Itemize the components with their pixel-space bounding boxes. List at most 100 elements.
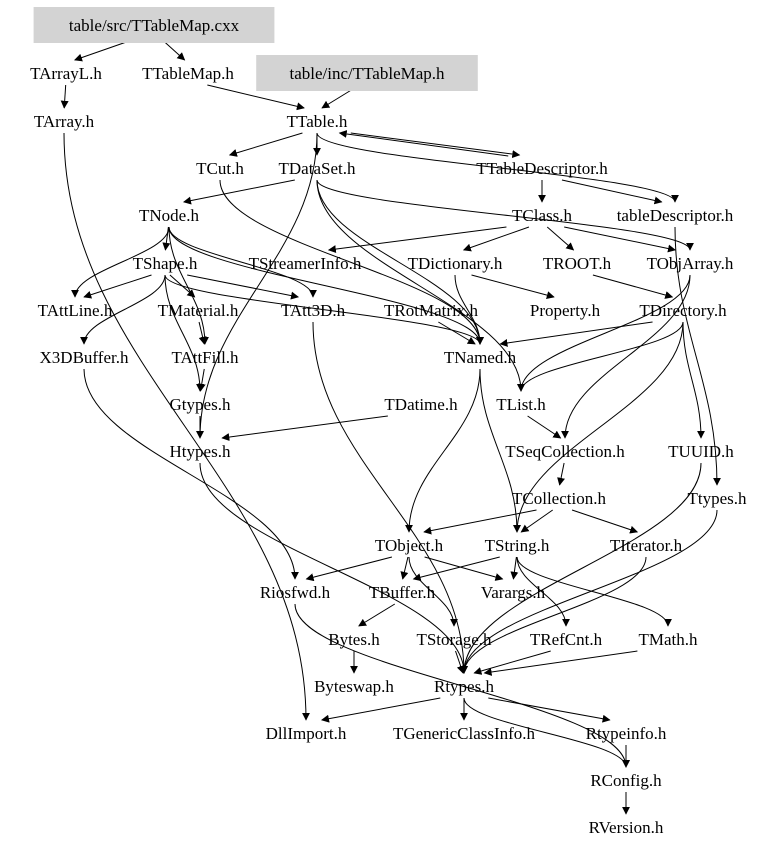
node-tdictionary-h[interactable]: TDictionary.h (408, 254, 503, 273)
edge-tobjarray-h-to-tlist-h (517, 274, 691, 392)
edge-tcollection-h-to-tobject-h (423, 509, 537, 535)
node-tstorage-h[interactable]: TStorage.h (416, 630, 492, 649)
edge-trefcnt-h-to-rtypes-h (473, 650, 551, 675)
node-label: TROOT.h (543, 254, 612, 273)
edge-tshape-h-to-x3dbuffer-h (80, 274, 166, 345)
node-titerator-h[interactable]: TIterator.h (610, 536, 683, 555)
node-label: Rtypeinfo.h (586, 724, 667, 743)
node-tmath-h[interactable]: TMath.h (638, 630, 698, 649)
node-tobjarray-h[interactable]: TObjArray.h (647, 254, 734, 273)
edge-tmath-h-to-rtypes-h (483, 650, 638, 676)
edge-tarrayl-h-to-tarray-h (60, 84, 69, 109)
node-rtypes-h[interactable]: Rtypes.h (434, 677, 494, 696)
node-label: Gtypes.h (170, 395, 231, 414)
edge-tshape-h-to-tatt3d-h (187, 274, 299, 300)
node-tuuid-h[interactable]: TUUID.h (668, 442, 734, 461)
edge-ttable-h-to-htypes-h (196, 132, 318, 439)
node-tabledescriptor-h[interactable]: tableDescriptor.h (617, 206, 734, 225)
node-htypes-h[interactable]: Htypes.h (170, 442, 231, 461)
node-rconfig-h[interactable]: RConfig.h (590, 771, 662, 790)
node-rversion-h[interactable]: RVersion.h (589, 818, 664, 837)
node-table-inc-ttablemap-h[interactable]: table/inc/TTableMap.h (256, 55, 478, 91)
node-bytes-h[interactable]: Bytes.h (328, 630, 380, 649)
node-label: TObjArray.h (647, 254, 734, 273)
edge-tdatime-h-to-htypes-h (221, 415, 388, 442)
node-label: TShape.h (133, 254, 198, 273)
node-tseqcollection-h[interactable]: TSeqCollection.h (505, 442, 625, 461)
node-trefcnt-h[interactable]: TRefCnt.h (530, 630, 603, 649)
node-label: table/src/TTableMap.cxx (69, 16, 240, 35)
node-riosfwd-h[interactable]: Riosfwd.h (260, 583, 331, 602)
node-tnode-h[interactable]: TNode.h (139, 206, 199, 225)
node-tstring-h[interactable]: TString.h (485, 536, 550, 555)
node-ttable-h[interactable]: TTable.h (287, 112, 348, 131)
edge-ttable-h-to-tcut-h (228, 132, 303, 157)
node-tobject-h[interactable]: TObject.h (375, 536, 444, 555)
node-tclass-h[interactable]: TClass.h (512, 206, 572, 225)
node-label: Varargs.h (481, 583, 546, 602)
node-tcollection-h[interactable]: TCollection.h (512, 489, 606, 508)
node-label: TDatime.h (384, 395, 458, 414)
edge-tseqcollection-h-to-tcollection-h (557, 462, 565, 486)
node-tshape-h[interactable]: TShape.h (133, 254, 198, 273)
node-rtypeinfo-h[interactable]: Rtypeinfo.h (586, 724, 667, 743)
node-tnamed-h[interactable]: TNamed.h (444, 348, 517, 367)
node-label: TAttLine.h (38, 301, 113, 320)
edge-tdictionary-h-to-property-h (471, 274, 555, 300)
node-label: Bytes.h (328, 630, 380, 649)
node-label: TTableMap.h (142, 64, 234, 83)
edge-tnode-h-to-tattline-h (71, 226, 170, 298)
node-x3dbuffer-h[interactable]: X3DBuffer.h (40, 348, 129, 367)
node-label: TStreamerInfo.h (249, 254, 362, 273)
node-troot-h[interactable]: TROOT.h (543, 254, 612, 273)
edge-x3dbuffer-h-to-riosfwd-h (83, 368, 299, 580)
node-gtypes-h[interactable]: Gtypes.h (170, 395, 231, 414)
node-tattfill-h[interactable]: TAttFill.h (171, 348, 239, 367)
edge-tatt3d-h-to-rtypes-h (312, 321, 468, 674)
node-ttabledescriptor-h[interactable]: TTableDescriptor.h (476, 159, 608, 178)
node-label: TNamed.h (444, 348, 517, 367)
node-tdatime-h[interactable]: TDatime.h (384, 395, 458, 414)
node-tarrayl-h[interactable]: TArrayL.h (30, 64, 102, 83)
edge-ttable-h-to-ttabledescriptor-h (350, 132, 521, 159)
node-tstreamerinfo-h[interactable]: TStreamerInfo.h (249, 254, 362, 273)
node-ttypes-h[interactable]: Ttypes.h (687, 489, 747, 508)
node-trotmatrix-h[interactable]: TRotMatrix.h (384, 301, 478, 320)
node-tdirectory-h[interactable]: TDirectory.h (639, 301, 727, 320)
node-label: TRefCnt.h (530, 630, 603, 649)
node-label: TClass.h (512, 206, 572, 225)
node-varargs-h[interactable]: Varargs.h (481, 583, 546, 602)
edge-tnode-h-to-tattfill-h (168, 226, 209, 345)
edge-tnode-h-to-tatt3d-h (168, 226, 317, 298)
node-label: TStorage.h (416, 630, 492, 649)
node-byteswap-h[interactable]: Byteswap.h (314, 677, 394, 696)
node-tbuffer-h[interactable]: TBuffer.h (369, 583, 436, 602)
node-label: TTableDescriptor.h (476, 159, 608, 178)
node-tattline-h[interactable]: TAttLine.h (38, 301, 113, 320)
edge-tclass-h-to-tobjarray-h (564, 226, 676, 253)
node-tdataset-h[interactable]: TDataSet.h (279, 159, 356, 178)
node-property-h[interactable]: Property.h (530, 301, 601, 320)
node-tarray-h[interactable]: TArray.h (34, 112, 95, 131)
node-tmaterial-h[interactable]: TMaterial.h (158, 301, 239, 320)
edge-tobject-h-to-tstorage-h (408, 556, 458, 627)
edge-trotmatrix-h-to-tnamed-h (438, 321, 476, 345)
node-tcut-h[interactable]: TCut.h (196, 159, 244, 178)
node-label: TRotMatrix.h (384, 301, 478, 320)
node-tatt3d-h[interactable]: TAtt3D.h (281, 301, 346, 320)
node-table-src-ttablemap-cxx[interactable]: table/src/TTableMap.cxx (33, 7, 275, 43)
node-tlist-h[interactable]: TList.h (496, 395, 546, 414)
node-tgenericclassinfo-h[interactable]: TGenericClassInfo.h (393, 724, 536, 743)
edges-layer (60, 36, 721, 815)
edge-tlist-h-to-tseqcollection-h (527, 415, 562, 439)
edge-tobject-h-to-tbuffer-h (400, 556, 409, 580)
edge-tbuffer-h-to-bytes-h (358, 603, 396, 627)
edge-troot-h-to-tdirectory-h (592, 274, 674, 299)
edge-tnode-h-to-tshape-h (162, 226, 171, 251)
node-ttablemap-h[interactable]: TTableMap.h (142, 64, 234, 83)
node-dllimport-h[interactable]: DllImport.h (266, 724, 347, 743)
node-label: TUUID.h (668, 442, 734, 461)
edge-tdirectory-h-to-tlist-h (517, 321, 684, 392)
node-label: TDataSet.h (279, 159, 356, 178)
edge-tarray-h-to-dllimport-h (63, 132, 310, 721)
